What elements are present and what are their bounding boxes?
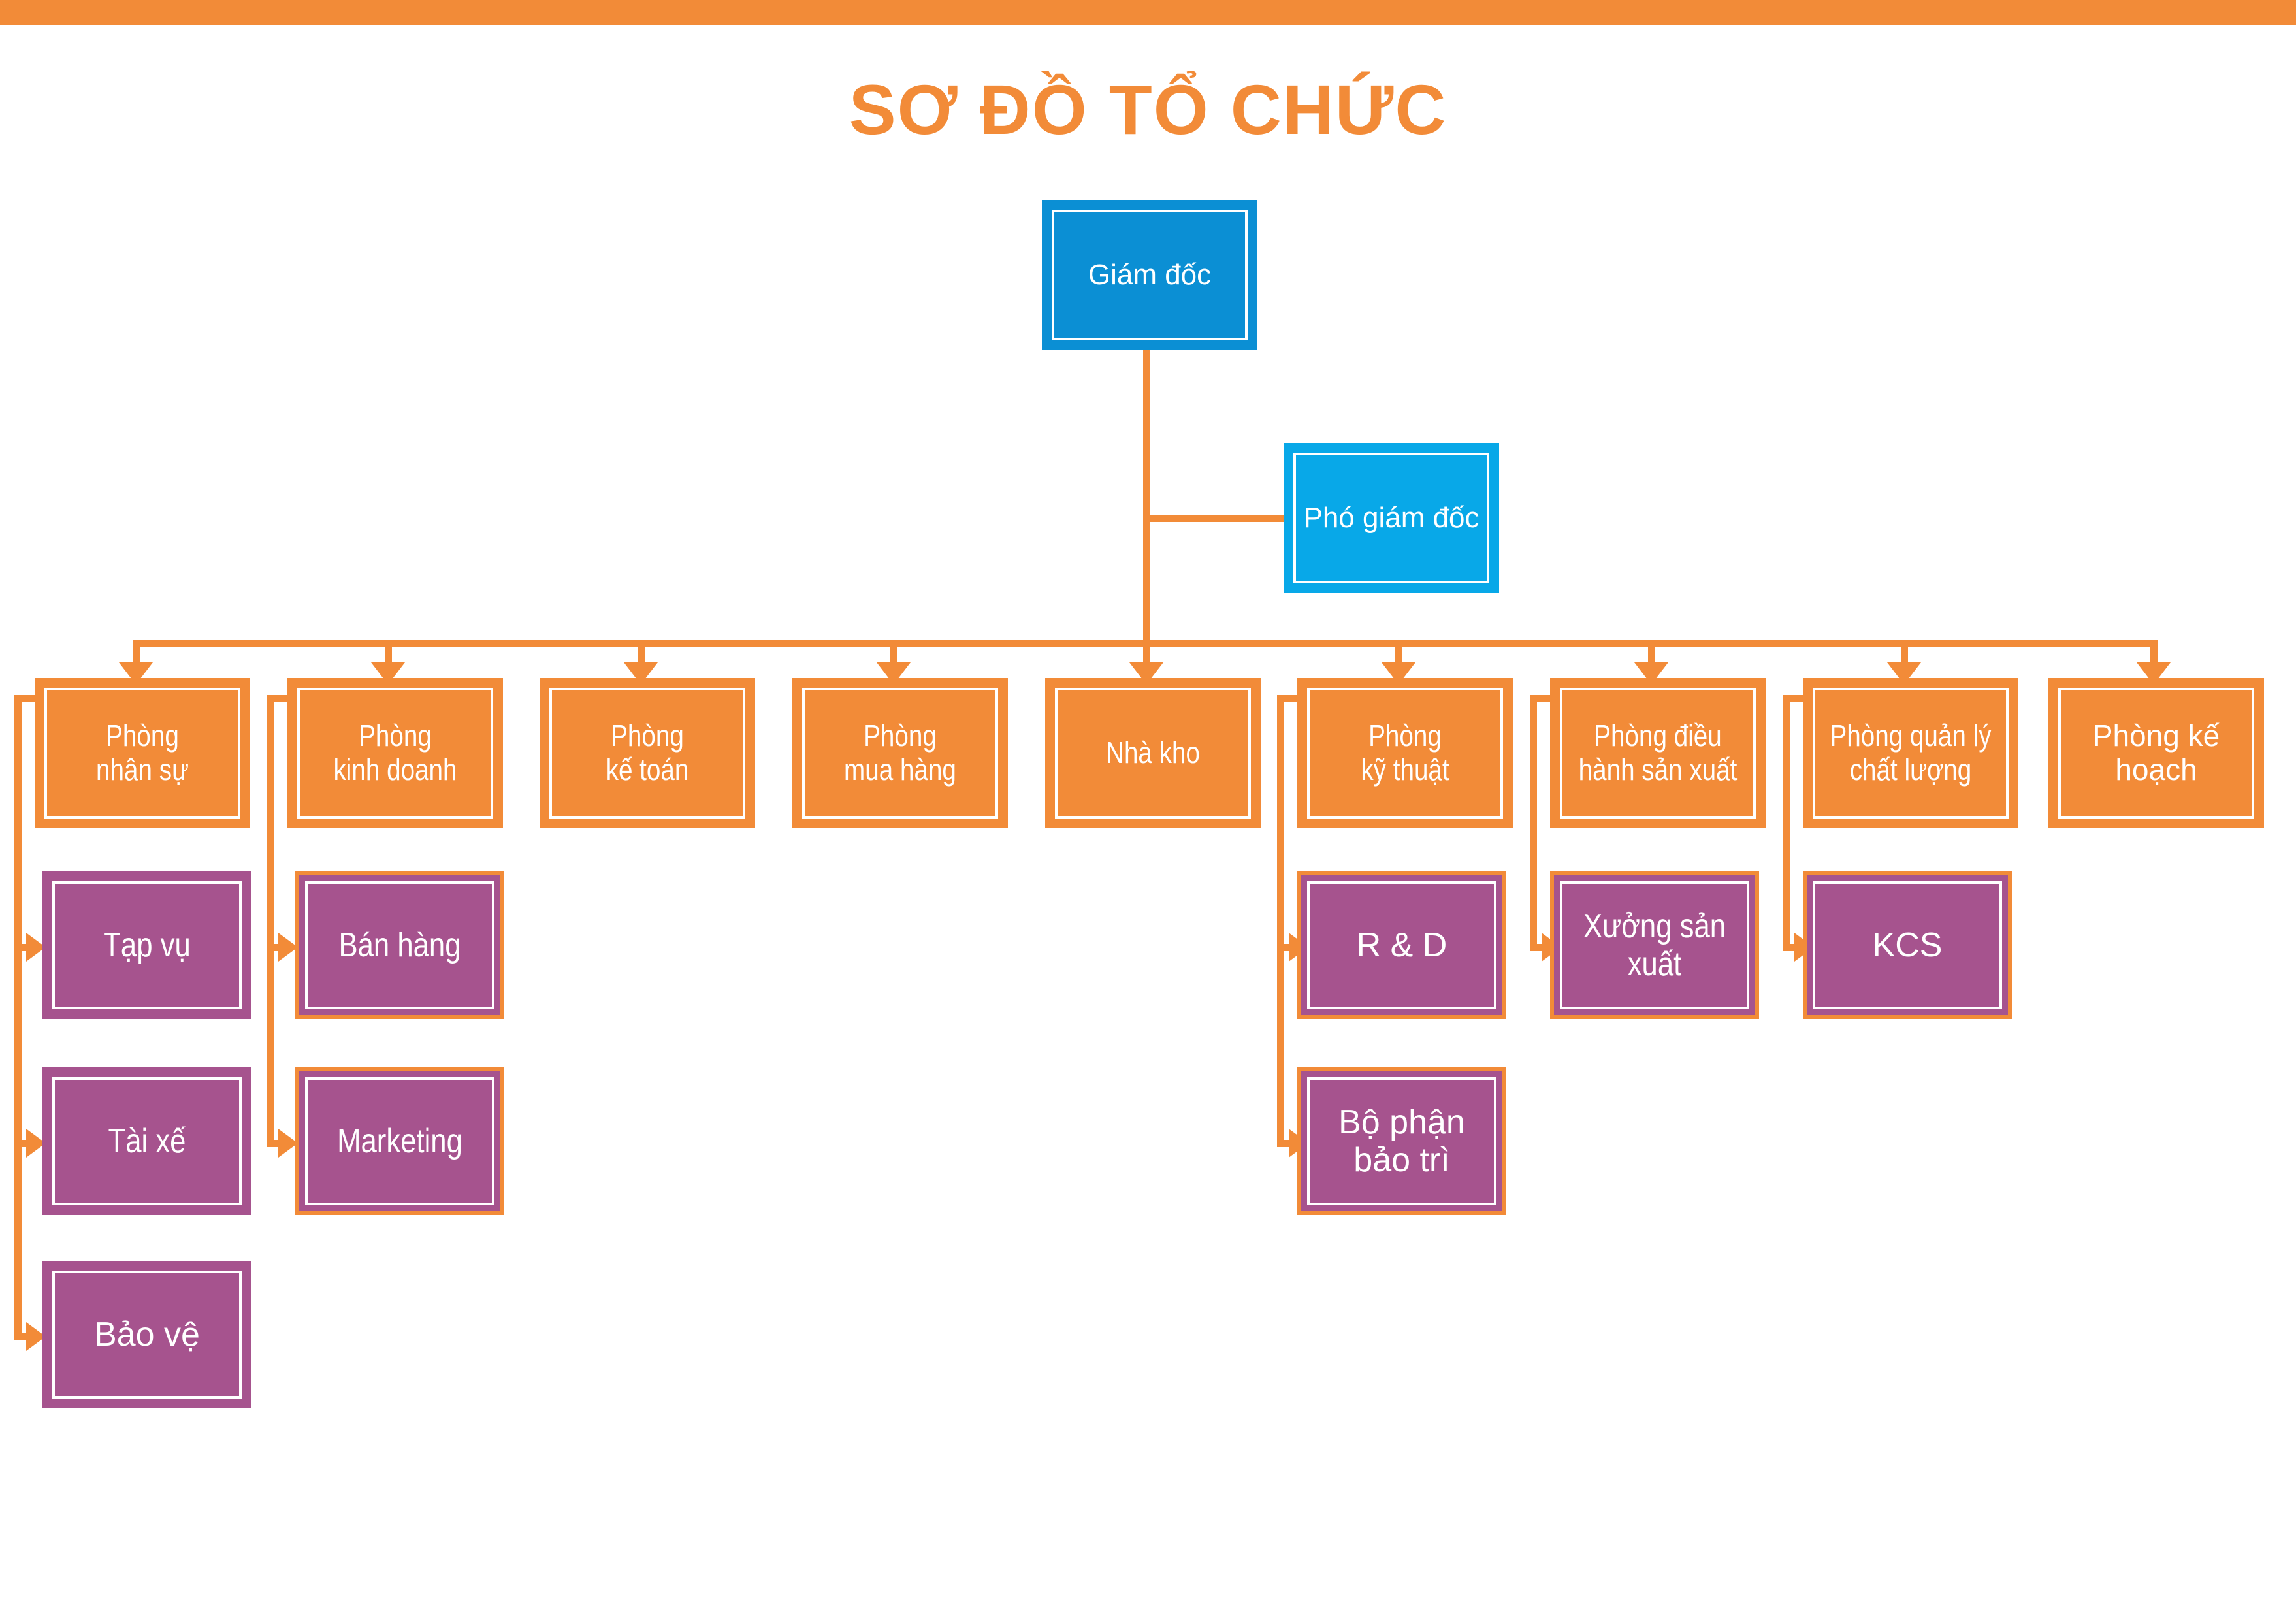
connector-drop-phong-nhan-su: [133, 640, 140, 668]
node-nha-kho[interactable]: Nhà kho: [1045, 678, 1261, 828]
node-xuong-san-xuat-label: Xưởng sản xuất: [1583, 907, 1726, 983]
node-r-and-d[interactable]: R & D: [1297, 871, 1506, 1019]
page-title: SƠ ĐỒ TỔ CHỨC: [849, 70, 1447, 149]
node-kcs[interactable]: KCS: [1803, 871, 2012, 1019]
node-phong-nhan-su-label: Phòng nhân sự: [96, 719, 189, 787]
node-phong-quan-ly-chat-luong[interactable]: Phòng quản lý chất lượng: [1803, 678, 2018, 828]
node-tai-xe[interactable]: Tài xế: [42, 1067, 251, 1215]
node-pho-giam-doc[interactable]: Phó giám đốc: [1284, 443, 1499, 593]
node-ban-hang-label: Bán hàng: [338, 926, 461, 964]
node-bo-phan-bao-tri[interactable]: Bộ phận bảo trì: [1297, 1067, 1506, 1215]
connector-drop-phong-dieu-hanh: [1648, 640, 1655, 668]
node-giam-doc[interactable]: Giám đốc: [1042, 200, 1257, 350]
connector-quanly-to-kcs: [1783, 944, 1798, 951]
connector-kythuat-elbow-top: [1277, 695, 1306, 702]
connector-drop-phong-mua-hang: [890, 640, 897, 668]
node-phong-ke-hoach[interactable]: Phòng kế hoạch: [2048, 678, 2264, 828]
arrow-ban-hang: [278, 933, 298, 962]
node-phong-mua-hang-label: Phòng mua hàng: [844, 719, 956, 787]
node-phong-mua-hang[interactable]: Phòng mua hàng: [792, 678, 1008, 828]
connector-nhansu-elbow-top: [14, 695, 44, 702]
connector-drop-nha-kho: [1143, 640, 1150, 668]
connector-quanly-elbow-top: [1783, 695, 1812, 702]
connector-nhansu-vertical: [14, 695, 22, 1340]
connector-nhansu-to-tapvu: [14, 944, 30, 951]
node-phong-dieu-hanh-san-xuat-label: Phòng điều hành sản xuất: [1578, 719, 1738, 787]
node-xuong-san-xuat[interactable]: Xưởng sản xuất: [1550, 871, 1759, 1019]
node-phong-dieu-hanh-san-xuat[interactable]: Phòng điều hành sản xuất: [1550, 678, 1766, 828]
node-phong-ke-hoach-label: Phòng kế hoạch: [2092, 719, 2220, 787]
connector-kythuat-to-baotri: [1277, 1140, 1293, 1147]
connector-kinhdoanh-vertical: [267, 695, 274, 1147]
node-tap-vu[interactable]: Tạp vụ: [42, 871, 251, 1019]
node-bao-ve-label: Bảo vệ: [94, 1315, 200, 1354]
connector-dieuhanh-to-xuong: [1530, 944, 1545, 951]
connector-kinhdoanh-to-marketing: [267, 1140, 282, 1147]
connector-giamdoc-to-phogiamdoc: [1143, 515, 1284, 522]
connector-kythuat-to-rd: [1277, 944, 1293, 951]
connector-giamdoc-trunk: [1143, 349, 1150, 643]
node-nha-kho-label: Nhà kho: [1106, 736, 1200, 770]
node-phong-ke-toan[interactable]: Phòng kế toán: [540, 678, 755, 828]
arrow-marketing: [278, 1129, 298, 1158]
node-kcs-label: KCS: [1872, 926, 1943, 964]
node-marketing[interactable]: Marketing: [295, 1067, 504, 1215]
connector-drop-phong-ky-thuat: [1395, 640, 1402, 668]
connector-dieuhanh-vertical: [1530, 695, 1537, 951]
connector-drop-phong-ke-hoach: [2150, 640, 2158, 668]
node-bo-phan-bao-tri-label: Bộ phận bảo trì: [1338, 1103, 1465, 1179]
node-phong-kinh-doanh-label: Phòng kinh doanh: [333, 719, 457, 787]
node-tap-vu-label: Tạp vụ: [103, 926, 191, 964]
node-r-and-d-label: R & D: [1356, 926, 1447, 964]
node-phong-ke-toan-label: Phòng kế toán: [606, 719, 689, 787]
connector-drop-phong-kinh-doanh: [385, 640, 392, 668]
connector-kinhdoanh-to-banhang: [267, 944, 282, 951]
node-phong-ky-thuat[interactable]: Phòng kỹ thuật: [1297, 678, 1513, 828]
node-phong-quan-ly-chat-luong-label: Phòng quản lý chất lượng: [1830, 719, 1992, 787]
connector-kythuat-vertical: [1277, 695, 1284, 1147]
node-phong-kinh-doanh[interactable]: Phòng kinh doanh: [287, 678, 503, 828]
node-ban-hang[interactable]: Bán hàng: [295, 871, 504, 1019]
connector-nhansu-to-baove: [14, 1333, 30, 1340]
connector-kinhdoanh-elbow-top: [267, 695, 296, 702]
top-accent-bar: [0, 0, 2296, 25]
node-giam-doc-label: Giám đốc: [1088, 259, 1212, 291]
connector-quanly-vertical: [1783, 695, 1790, 951]
node-bao-ve[interactable]: Bảo vệ: [42, 1261, 251, 1408]
node-phong-ky-thuat-label: Phòng kỹ thuật: [1361, 719, 1449, 787]
node-pho-giam-doc-label: Phó giám đốc: [1303, 502, 1479, 534]
node-phong-nhan-su[interactable]: Phòng nhân sự: [35, 678, 250, 828]
connector-nhansu-to-taixe: [14, 1140, 30, 1147]
node-marketing-label: Marketing: [337, 1122, 462, 1160]
connector-drop-phong-ke-toan: [638, 640, 645, 668]
node-tai-xe-label: Tài xế: [108, 1122, 186, 1160]
connector-drop-phong-quan-ly: [1901, 640, 1908, 668]
connector-dieuhanh-elbow-top: [1530, 695, 1559, 702]
